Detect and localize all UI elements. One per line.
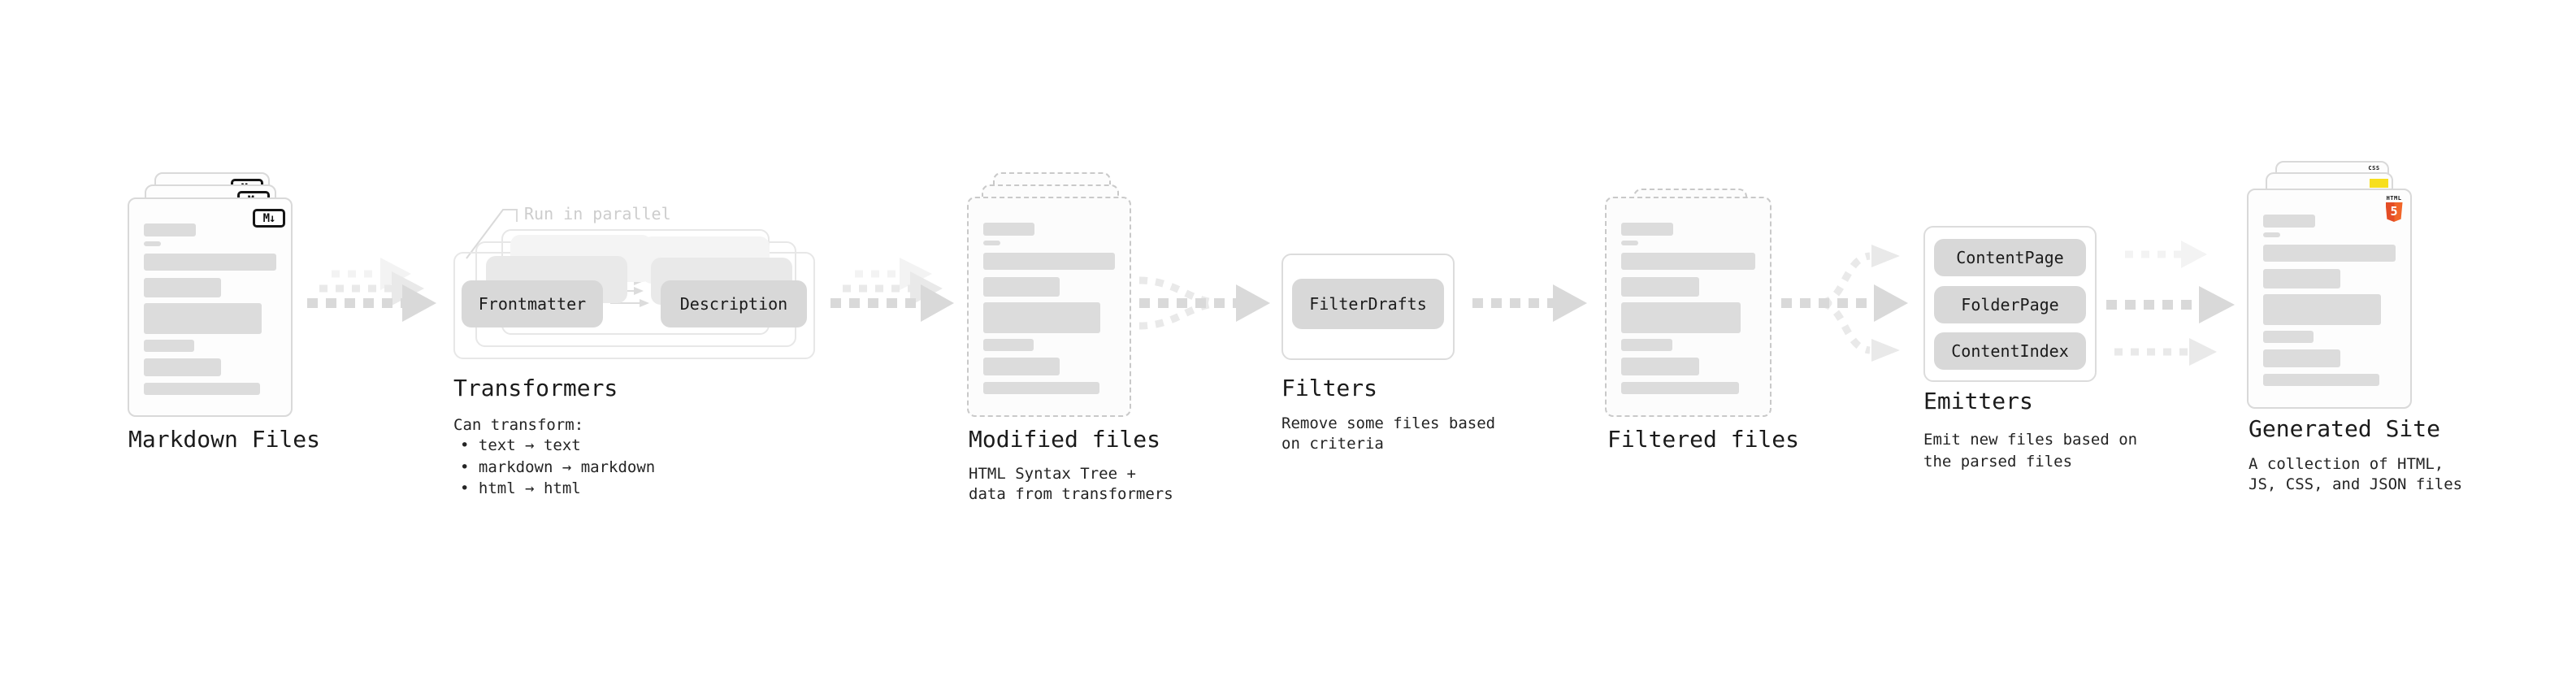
transformers-label: Transformers (453, 375, 618, 401)
markdown-icon: M↓ (253, 209, 285, 228)
modified-files-label: Modified files (969, 426, 1161, 453)
css-icon-text: CSS (2368, 165, 2380, 171)
modified-files-note-line-2: data from transformers (969, 485, 1173, 503)
transformers-note-heading: Can transform: (453, 416, 584, 434)
modified-files-note-line-1: HTML Syntax Tree + (969, 465, 1136, 483)
emitters-label: Emitters (1923, 388, 2033, 414)
emitters-box: ContentPage FolderPage ContentIndex (1923, 226, 2097, 382)
arrow-filters-to-filtered (1472, 284, 1587, 322)
arrow-emitters-to-generated (2106, 241, 2235, 366)
html5-icon-number: 5 (2390, 204, 2398, 219)
folder-page-pill: FolderPage (1934, 286, 2086, 323)
frontmatter-transformer-pill: Frontmatter (462, 280, 603, 327)
filter-drafts-pill: FilterDrafts (1292, 279, 1444, 329)
arrow-modified-to-filters (1138, 276, 1270, 330)
description-transformer-pill: Description (661, 280, 807, 327)
transformers-bullet-3: • html → html (460, 479, 581, 497)
document-text-placeholder-bars (969, 198, 1130, 394)
generated-site-label: Generated Site (2249, 415, 2441, 442)
javascript-icon (2370, 179, 2388, 188)
filters-note-line-2: on criteria (1281, 435, 1384, 453)
run-in-parallel-annotation: Run in parallel (524, 204, 671, 223)
markdown-file-card-front: M↓ (128, 197, 293, 417)
transformers-bullet-2: • markdown → markdown (460, 458, 656, 476)
emitters-note-line-1: Emit new files based on (1923, 431, 2138, 449)
filters-note-line-1: Remove some files based (1281, 414, 1496, 432)
filtered-files-label: Filtered files (1607, 426, 1800, 453)
filters-label: Filters (1281, 375, 1378, 401)
html5-icon-text: HTML (2386, 195, 2402, 202)
content-index-pill: ContentIndex (1934, 332, 2086, 370)
document-text-placeholder-bars (1607, 198, 1770, 394)
document-text-placeholder-bars (2249, 190, 2410, 386)
generated-file-card-front: HTML 5 (2247, 189, 2412, 409)
content-page-pill: ContentPage (1934, 239, 2086, 276)
arrow-filtered-to-emitters (1781, 245, 1908, 362)
transformers-bullet-1: • text → text (460, 436, 581, 454)
emitters-note-line-2: the parsed files (1923, 453, 2073, 471)
html5-icon-shield: 5 (2385, 202, 2403, 222)
filtered-file-card-front (1605, 197, 1772, 417)
markdown-files-label: Markdown Files (128, 426, 321, 453)
arrow-markdown-to-transformers (307, 258, 436, 322)
modified-file-card-front (967, 197, 1131, 417)
generated-site-note-line-2: JS, CSS, and JSON files (2249, 475, 2463, 493)
html5-icon: HTML 5 (2385, 195, 2403, 222)
filters-box: FilterDrafts (1281, 254, 1455, 360)
document-text-placeholder-bars (129, 199, 291, 395)
generated-site-note-line-1: A collection of HTML, (2249, 455, 2444, 473)
arrow-transformers-to-modified (830, 258, 954, 322)
